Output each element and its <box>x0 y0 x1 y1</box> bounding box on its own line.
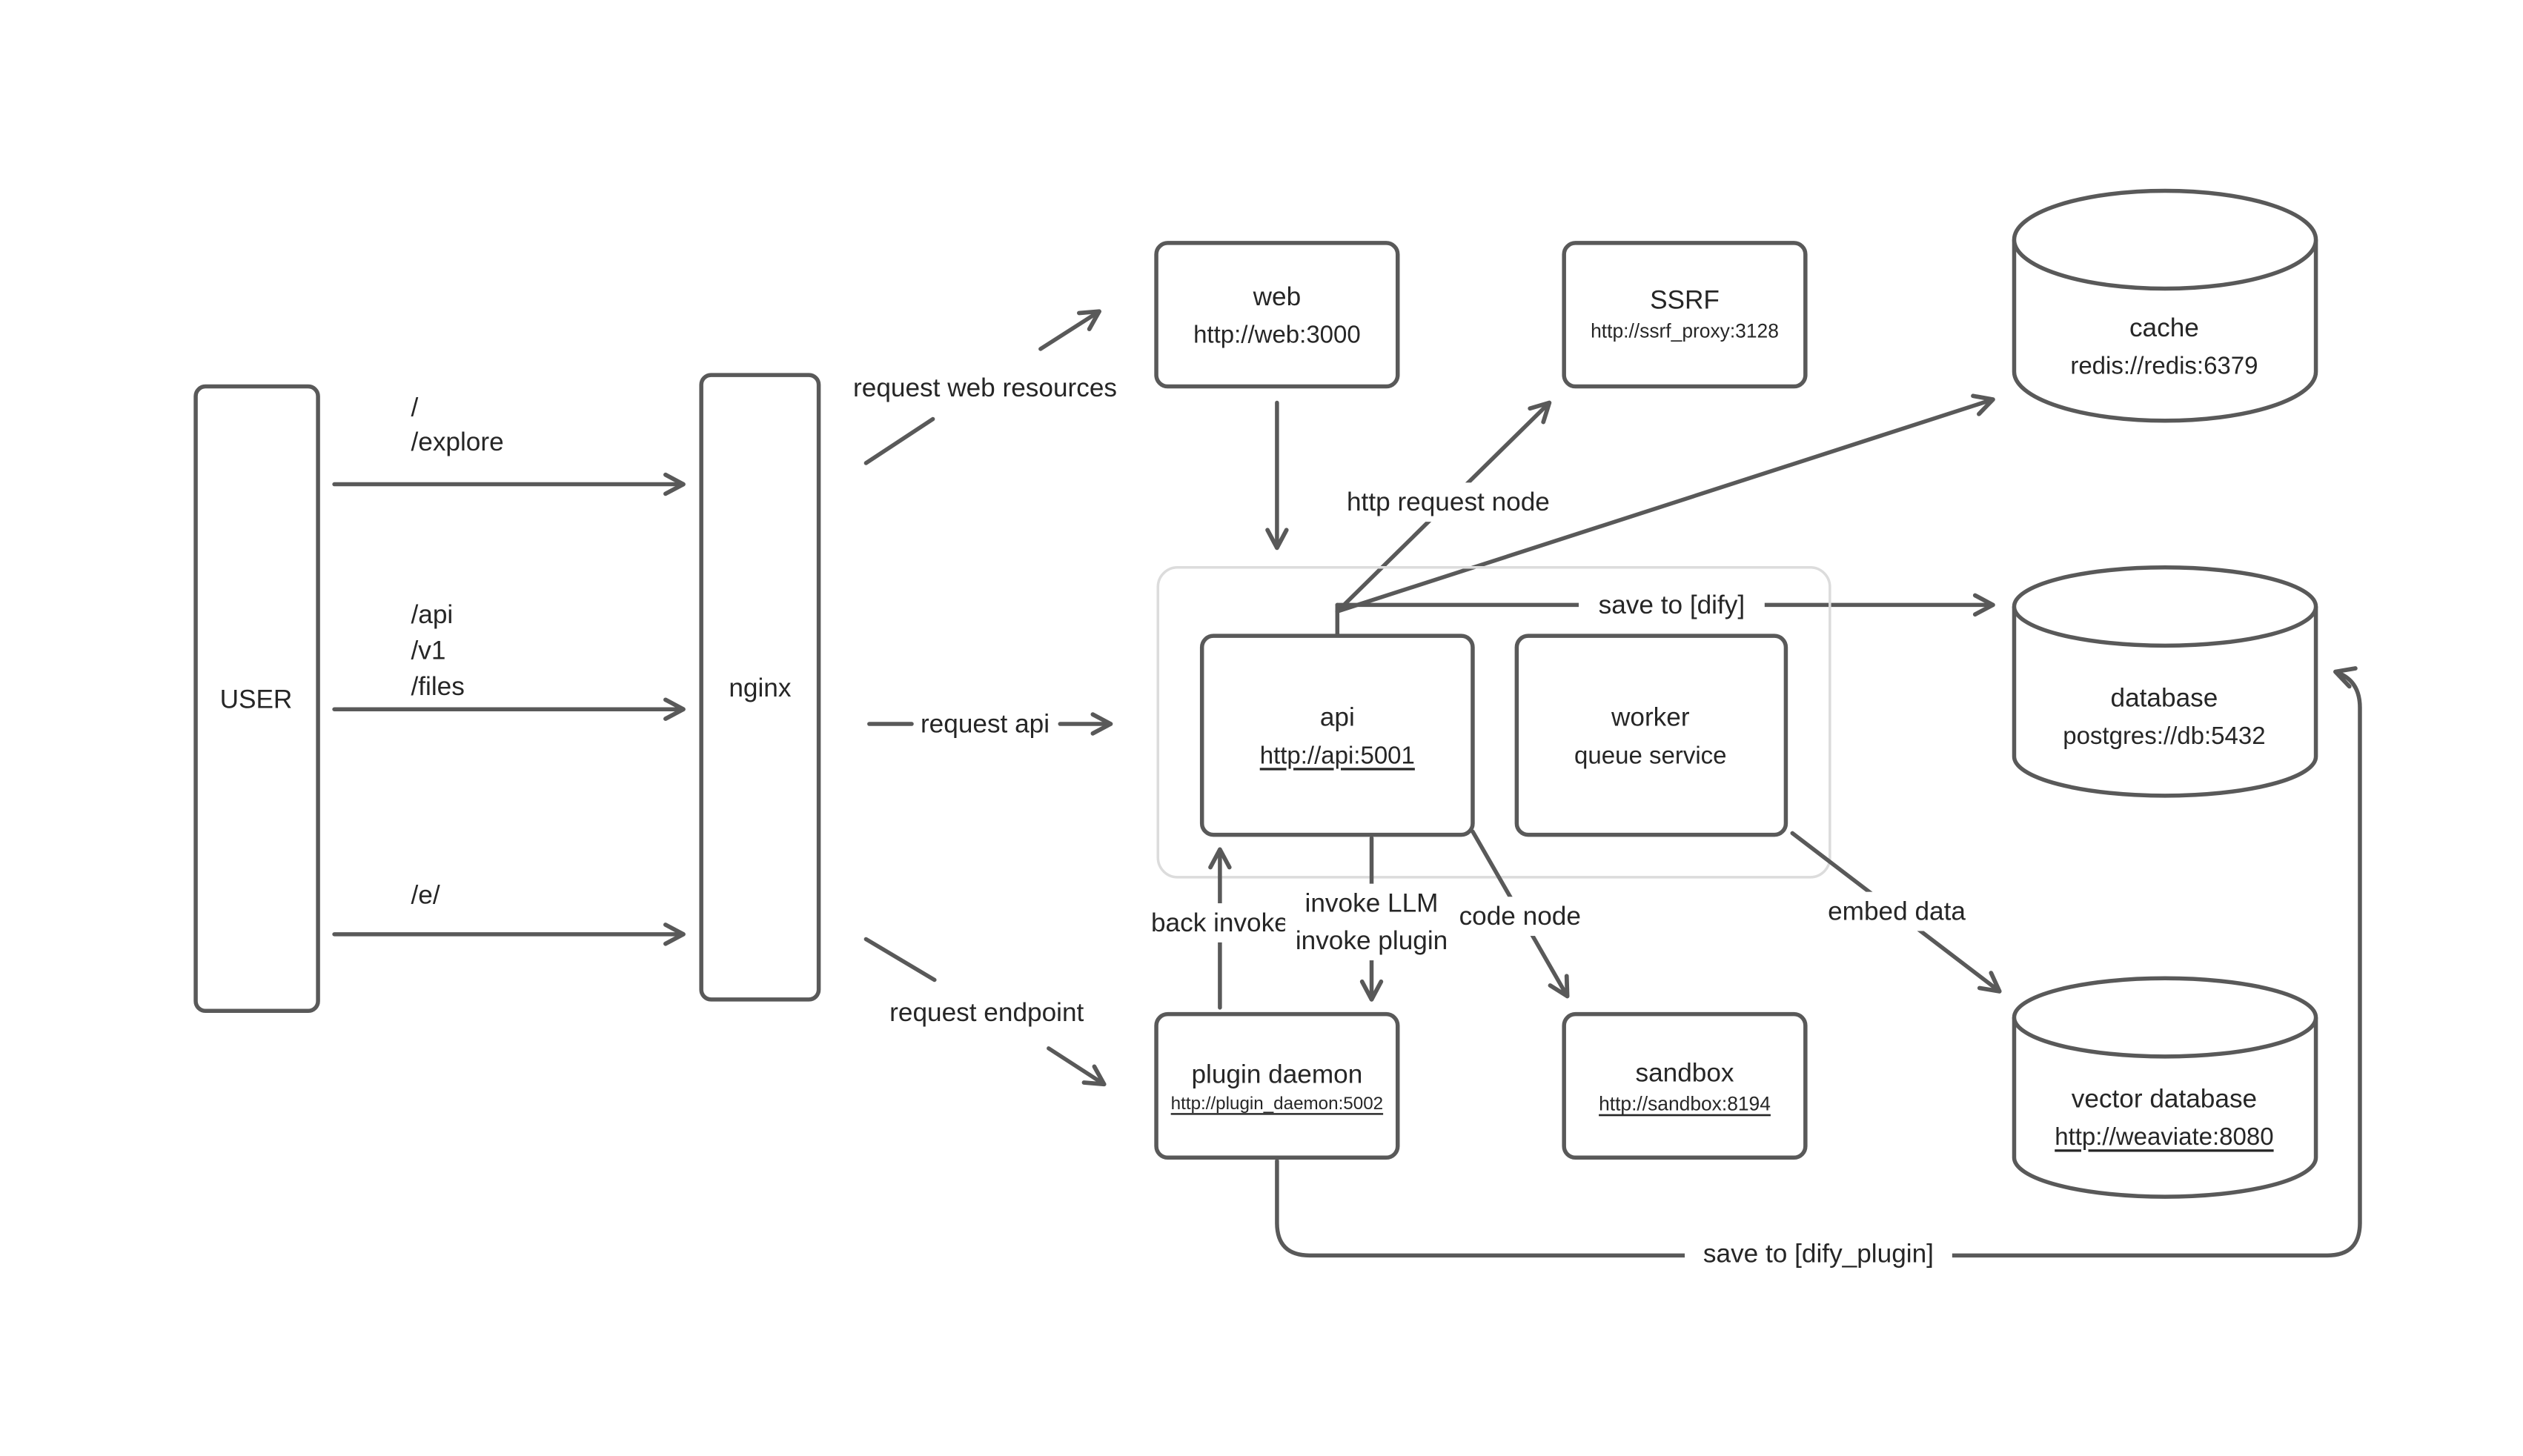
node-cache: cache redis://redis:6379 <box>2012 188 2318 423</box>
cache-cylinder-body <box>2012 239 2318 423</box>
node-plugin-daemon: plugin daemon http://plugin_daemon:5002 <box>1154 1011 1400 1160</box>
sandbox-url: http://sandbox:8194 <box>1599 1093 1771 1115</box>
edge-api-cache <box>1335 393 1995 614</box>
database-cylinder-top <box>2012 565 2318 648</box>
arrow-api-cache <box>1335 393 1995 614</box>
label-bg <box>1823 891 1971 931</box>
ssrf-url: http://ssrf_proxy:3128 <box>1591 320 1779 342</box>
edge-label-save-to-dify-plugin: save to [dify_plugin] <box>1703 1240 1934 1269</box>
edge-nginx-web: request web resources <box>853 309 1117 465</box>
edge-label-route-v1: /v1 <box>411 636 445 665</box>
edge-user-nginx-mid: /api /v1 /files <box>332 600 686 721</box>
worker-label: worker <box>1611 703 1690 732</box>
vector-db-cylinder-top <box>2012 976 2318 1059</box>
cache-label: cache <box>2129 313 2199 342</box>
api-url: http://api:5001 <box>1260 741 1415 768</box>
web-label: web <box>1253 282 1302 311</box>
edge-label-route-explore: /explore <box>411 428 503 456</box>
user-box <box>193 384 320 1014</box>
arrow-nginx-plugin-seg2 <box>1047 1046 1107 1087</box>
node-user: USER <box>193 384 320 1014</box>
cache-cylinder-top <box>2012 188 2318 291</box>
node-web: web http://web:3000 <box>1154 241 1400 389</box>
vector-db-label: vector database <box>2072 1085 2257 1114</box>
edge-label-invoke-plugin: invoke plugin <box>1296 926 1448 955</box>
node-sandbox: sandbox http://sandbox:8194 <box>1562 1011 1808 1160</box>
edge-label-invoke-llm: invoke LLM <box>1305 889 1439 918</box>
api-worker-container <box>1156 566 1831 879</box>
worker-box <box>1514 634 1788 837</box>
nginx-label: nginx <box>729 674 792 702</box>
label-bg <box>1578 585 1765 625</box>
ssrf-label: SSRF <box>1650 285 1720 314</box>
edge-worker-vector-db: embed data <box>1790 831 2002 994</box>
worker-sublabel: queue service <box>1574 741 1726 768</box>
label-bg <box>1284 883 1459 961</box>
edge-label-route-root: / <box>411 393 418 422</box>
ssrf-box <box>1562 241 1808 389</box>
arrow-nginx-web-seg2 <box>1038 309 1101 351</box>
edge-label-route-e: /e/ <box>411 881 440 910</box>
edge-label-request-api: request api <box>921 709 1050 738</box>
edge-label-request-endpoint: request endpoint <box>889 998 1084 1027</box>
edge-plugin-daemon-database: save to [dify_plugin] <box>1275 666 2362 1274</box>
node-worker: worker queue service <box>1514 634 1788 837</box>
edge-label-save-to-dify: save to [dify] <box>1599 591 1745 619</box>
edge-label-route-files: /files <box>411 672 464 701</box>
edge-http-request-node-label: http request node <box>1333 482 1562 522</box>
edge-label-embed-data: embed data <box>1828 897 1966 926</box>
database-url: postgres://db:5432 <box>2063 722 2265 749</box>
web-url: http://web:3000 <box>1193 321 1361 348</box>
edge-user-nginx-top: / /explore <box>332 393 686 496</box>
nginx-box <box>699 373 821 1002</box>
plugin-daemon-label: plugin daemon <box>1191 1060 1362 1089</box>
label-bg <box>1456 897 1587 937</box>
label-bg <box>1685 1234 1952 1274</box>
edge-api-plugin-invoke: invoke LLM invoke plugin <box>1284 836 1459 1002</box>
arrow-nginx-web-seg1 <box>863 416 935 465</box>
arrow-nginx-plugin-seg1 <box>863 937 937 983</box>
label-bg <box>1146 903 1293 943</box>
edge-api-sandbox: code node <box>1456 829 1587 999</box>
plugin-daemon-box <box>1154 1011 1400 1160</box>
user-label: USER <box>220 685 293 714</box>
edge-label-http-request-node: http request node <box>1347 488 1550 516</box>
database-label: database <box>2111 683 2218 712</box>
edge-label-route-api: /api <box>411 600 453 629</box>
edge-nginx-plugin-daemon: request endpoint <box>863 937 1107 1087</box>
node-api: api http://api:5001 <box>1199 634 1475 837</box>
edge-nginx-api: request api <box>867 709 1113 738</box>
edge-plugin-back-invoke: back invoke <box>1146 847 1293 1010</box>
vector-db-url: http://weaviate:8080 <box>2055 1123 2273 1150</box>
edge-label-back-invoke: back invoke <box>1151 908 1289 937</box>
plugin-daemon-url: http://plugin_daemon:5002 <box>1171 1094 1383 1114</box>
edge-user-nginx-bottom: /e/ <box>332 881 686 946</box>
label-bg <box>1333 482 1562 522</box>
node-vector-database: vector database http://weaviate:8080 <box>2012 976 2318 1199</box>
sandbox-label: sandbox <box>1635 1058 1734 1087</box>
arrow-save-dify-plugin <box>1275 666 2362 1258</box>
api-box <box>1199 634 1475 837</box>
node-ssrf: SSRF http://ssrf_proxy:3128 <box>1562 241 1808 389</box>
vector-db-cylinder-body <box>2012 1017 2318 1199</box>
cache-url: redis://redis:6379 <box>2070 351 2258 379</box>
node-nginx: nginx <box>699 373 821 1002</box>
edge-save-dify-label: save to [dify] <box>1578 585 1765 625</box>
api-label: api <box>1320 703 1355 732</box>
database-cylinder-body <box>2012 606 2318 798</box>
edge-label-request-web-resources: request web resources <box>853 373 1117 402</box>
edge-label-code-node: code node <box>1459 902 1581 931</box>
node-database: database postgres://db:5432 <box>2012 565 2318 798</box>
web-box <box>1154 241 1400 389</box>
sandbox-box <box>1562 1011 1808 1160</box>
